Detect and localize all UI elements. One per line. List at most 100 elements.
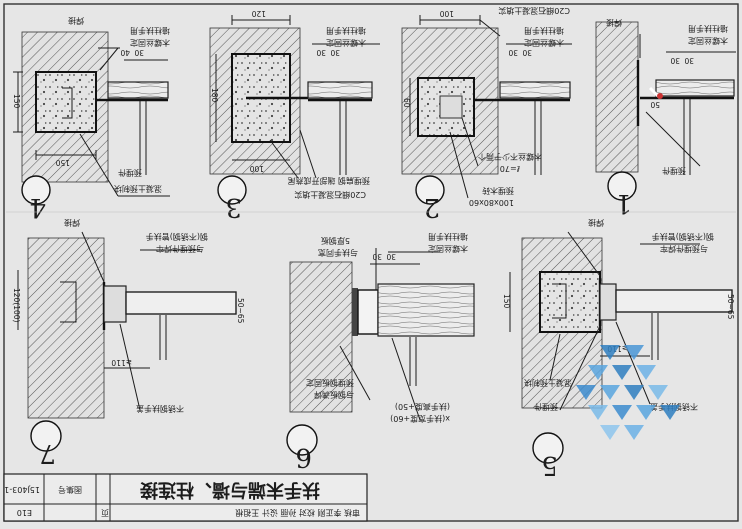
detail-3: 120 30 30 100 180 墙柱扶手用 木螺丝固定 预埋扁钢 端部开成燕…: [209, 9, 380, 222]
label-weld: 焊接: [606, 18, 622, 28]
stainless-end-cap: [103, 285, 127, 323]
detail-1: 焊接 墙柱扶手用 木螺丝固定 预埋件 30 30 50 1: [595, 18, 736, 218]
label-screw-bottom: 木螺丝固定: [130, 38, 170, 48]
dim-60: 60: [402, 98, 411, 108]
label-flat-steel: 预埋扁钢 端部开成燕尾: [287, 176, 370, 186]
label-weld: 焊接: [68, 16, 84, 26]
detail-number-7: 7: [39, 438, 56, 468]
detail-number-3: 3: [225, 192, 242, 222]
label-concrete-fill: C20细石混凝土填实: [294, 190, 366, 200]
label-wood-block: 预埋木砖: [482, 186, 514, 196]
label-embedded: 预埋件: [662, 166, 686, 176]
precast-concrete-block: [35, 71, 97, 133]
embedded-wood-block: [439, 95, 463, 119]
label-screw-top: 墙柱扶手用: [326, 26, 366, 36]
label-steel-pipe: 钢(不锈钢)管扶手: [146, 232, 208, 242]
dim-100: 100: [439, 9, 454, 18]
atlas-label: 图集号: [58, 485, 82, 495]
label-weld: 焊接: [64, 218, 80, 228]
label-length: ℓ=70: [500, 164, 521, 173]
detail-5: 焊接 钢(不锈钢)管扶手 与预埋件焊牢 混凝土预制块 预埋件 不锈钢扶手盖 15…: [502, 218, 735, 480]
stainless-end-cap: [599, 283, 617, 321]
detail-2: 100 30 30 60 C20细石混凝土填实 墙柱扶手用 木螺丝固定 木螺丝不…: [401, 6, 572, 222]
concrete-column: [595, 21, 639, 173]
label-screw-top: 墙柱扶手用: [130, 26, 170, 36]
dim-30b: 30: [330, 48, 340, 57]
label-screw-top: 墙柱扶手用: [524, 26, 564, 36]
atlas-number: 15J403-1: [4, 485, 40, 494]
watermark-logo: [576, 345, 680, 440]
label-screw-bottom: 木螺丝固定: [524, 38, 564, 48]
dim-30a: 30: [372, 252, 382, 261]
label-end-cap: 不锈钢扶手盖: [136, 404, 184, 414]
wood-handrail: [107, 81, 169, 99]
detail-4: 焊接 墙柱扶手用 木螺丝固定 预埋件 混凝土预制块 40 30 150 150 …: [12, 16, 170, 222]
label-precast: 混凝土预制块: [114, 184, 162, 194]
dim-150-h: 150: [55, 158, 70, 167]
label-embedded: 预埋件: [118, 168, 142, 178]
dim-50: 50: [650, 100, 660, 109]
label-concrete-fill: C20细石混凝土填实: [498, 6, 570, 16]
concrete-wall: [27, 237, 105, 419]
detail-7: 焊接 钢(不锈钢)管扶手 与预埋件焊牢 不锈钢扶手盖 120(100) ≥110…: [12, 218, 245, 468]
dim-30b: 30: [684, 56, 694, 65]
weld-marker: [657, 93, 663, 99]
steel-pipe-handrail: [615, 289, 733, 313]
dim-30a: 30: [316, 48, 326, 57]
concrete-column: [289, 261, 353, 413]
dim-150-v: 150: [12, 94, 21, 109]
page-label: 页: [101, 508, 109, 517]
wood-handrail: [655, 79, 735, 97]
dim-100: 100: [249, 164, 264, 173]
label-two-screws: 木螺丝不少于两个: [478, 152, 542, 162]
dim-30: 30: [134, 48, 144, 57]
dim-50-65: 50~65: [236, 298, 245, 324]
label-embedded: 预埋件: [534, 402, 558, 412]
wood-handrail: [377, 283, 475, 337]
dim-30a: 30: [670, 56, 680, 65]
label-full-weld: 与钢板满焊: [314, 390, 354, 400]
label-width-60: x(扶手宽度+60): [390, 414, 450, 424]
label-block-size: 100x80x60: [469, 198, 514, 207]
dim-120: 120: [251, 9, 266, 18]
steel-pipe-handrail: [125, 291, 237, 315]
dim-50-65: 50~65: [726, 294, 735, 320]
label-precast: 混凝土预制块: [524, 378, 572, 388]
dim-120: 120(100): [12, 288, 21, 323]
wood-handrail: [307, 81, 373, 99]
label-weld-embedded: 与预埋件焊牢: [660, 244, 708, 254]
precast-concrete-block: [539, 271, 601, 333]
label-weld: 焊接: [588, 218, 604, 228]
drawing-title: 扶手末端与墙、柱连接: [140, 479, 320, 501]
label-screw-top: 墙柱扶手用: [688, 24, 728, 34]
detail-number-5: 5: [541, 450, 558, 480]
detail-number-1: 1: [615, 188, 632, 218]
detail-6: 5厚钢板 与扶手同宽 墙柱扶手用 木螺丝固定 预埋钢板固定 与钢板满焊 (扶手高…: [286, 232, 475, 472]
label-screw-bottom: 木螺丝固定: [326, 38, 366, 48]
label-weld-embedded: 与预埋件焊牢: [156, 244, 204, 254]
dim-30b: 30: [522, 48, 532, 57]
dim-150: 150: [502, 294, 511, 309]
label-height-50: (扶手高度+50): [395, 402, 450, 412]
dim-180: 180: [210, 88, 219, 103]
steel-plate-5mm: [357, 289, 379, 335]
dim-30a: 30: [508, 48, 518, 57]
label-embedded-plate: 预埋钢板固定: [306, 378, 354, 388]
label-screw-top: 墙柱扶手用: [428, 232, 468, 242]
dim-30b: 30: [386, 252, 396, 261]
signatures: 审核 李正刚 校对 孙丽 设计 王祖根: [235, 508, 360, 518]
label-screw-bottom: 木螺丝固定: [428, 244, 468, 254]
title-block: 15J403-1 图集号 E10 页 扶手末端与墙、柱连接 审核 李正刚 校对 …: [3, 473, 368, 522]
label-steel-pipe: 钢(不锈钢)管扶手: [652, 232, 714, 242]
wood-handrail: [499, 81, 571, 99]
detail-number-6: 6: [295, 442, 312, 472]
dim-110: ≥110: [111, 358, 132, 367]
embedded-steel-plate: [352, 288, 358, 336]
label-screw-bottom: 木螺丝固定: [688, 36, 728, 46]
detail-number-4: 4: [29, 192, 46, 222]
label-plate-width: 与扶手同宽: [318, 248, 358, 258]
label-plate: 5厚钢板: [321, 236, 350, 246]
dim-40: 40: [120, 48, 130, 57]
